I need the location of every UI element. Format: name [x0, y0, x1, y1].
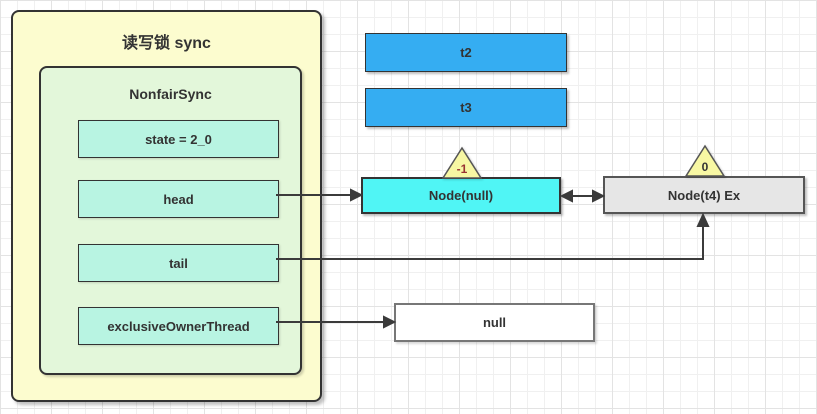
wait-status-triangle-node-t4[interactable]: 0 — [684, 144, 726, 178]
connector-tail-to-node — [276, 212, 710, 260]
field-head[interactable]: head — [78, 180, 279, 218]
null-value-box[interactable]: null — [394, 303, 595, 342]
wait-status-value: 0 — [702, 160, 709, 174]
field-state[interactable]: state = 2_0 — [78, 120, 279, 158]
node-null-box[interactable]: Node(null) — [361, 177, 561, 214]
lock-container-box[interactable]: 读写锁 sync NonfairSync state = 2_0 head ta… — [11, 10, 322, 402]
field-tail[interactable]: tail — [78, 244, 279, 282]
thread-box-t2[interactable]: t2 — [365, 33, 567, 72]
connector-node-double-arrow — [559, 189, 606, 203]
wait-status-triangle-node-null[interactable]: -1 — [441, 146, 483, 180]
node-t4-box[interactable]: Node(t4) Ex — [603, 176, 805, 214]
lock-container-title: 读写锁 sync — [122, 35, 211, 52]
wait-status-value: -1 — [457, 162, 468, 176]
field-exclusive-owner-thread[interactable]: exclusiveOwnerThread — [78, 307, 279, 345]
thread-box-t3[interactable]: t3 — [365, 88, 567, 127]
nonfairsync-box[interactable]: NonfairSync state = 2_0 head tail exclus… — [39, 66, 302, 375]
nonfairsync-title: NonfairSync — [129, 86, 212, 102]
